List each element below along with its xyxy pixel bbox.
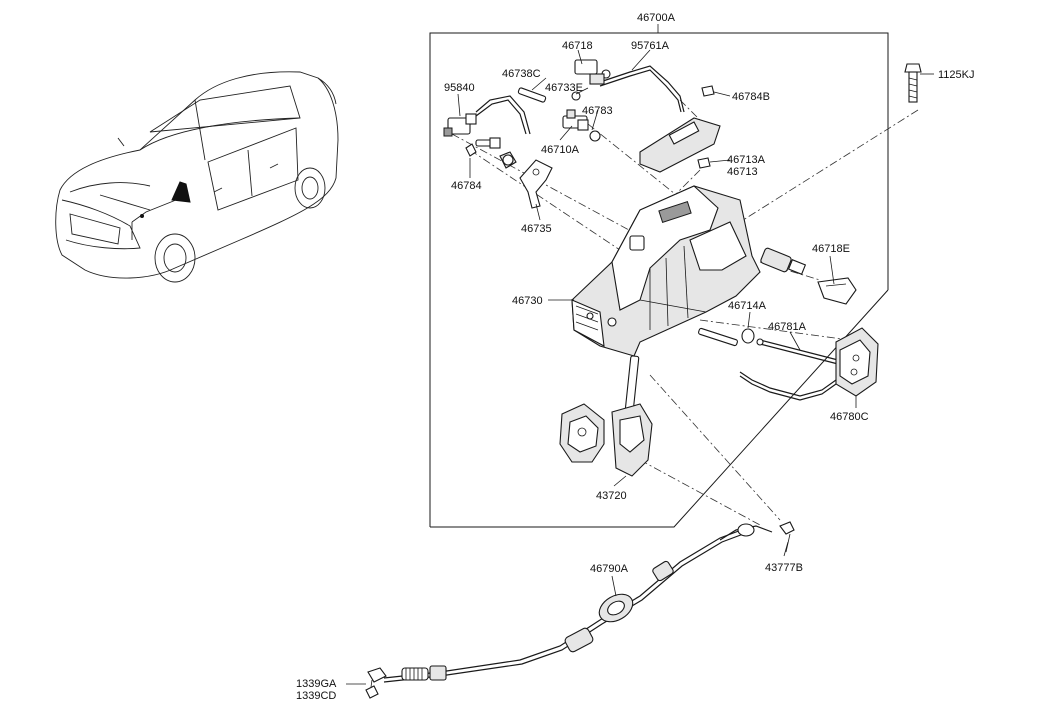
label-46700A: 46700A (637, 12, 676, 24)
shifter-housing-46730 (571, 185, 761, 357)
vehicle-illustration (55, 71, 339, 283)
switch-46710A (562, 91, 601, 142)
label-1339GA: 1339GA (296, 678, 337, 690)
label-46710A: 46710A (541, 144, 580, 156)
fastener-46784 (465, 137, 501, 157)
label-43777B: 43777B (765, 562, 803, 574)
pin-46738C (517, 87, 547, 103)
label-46733E: 46733E (545, 82, 583, 94)
shift-cable-46790A (365, 521, 795, 699)
label-46790A: 46790A (590, 563, 629, 575)
label-46780C: 46780C (830, 411, 869, 423)
assembly-frame (429, 24, 889, 528)
label-46718: 46718 (562, 40, 593, 52)
solenoid-46718E (760, 247, 857, 305)
label-46781A: 46781A (768, 321, 807, 333)
indicator-cover (639, 85, 721, 173)
cable-95761A (574, 59, 685, 113)
shift-lever-43720 (559, 355, 653, 477)
label-1125KJ: 1125KJ (938, 69, 975, 81)
leader-lines (346, 49, 857, 685)
part-labels: 46700A 46718 95761A 1125KJ 46738C 46733E… (296, 12, 975, 702)
label-46784: 46784 (451, 180, 482, 192)
label-1339CD: 1339CD (296, 690, 336, 702)
bolt-1125KJ (904, 63, 934, 103)
label-46730: 46730 (512, 295, 543, 307)
reference-lines (451, 99, 919, 526)
label-46784B: 46784B (732, 91, 770, 103)
harness-95840 (443, 95, 531, 137)
label-43720: 43720 (596, 490, 627, 502)
label-46738C: 46738C (502, 68, 541, 80)
label-46714A: 46714A (728, 300, 767, 312)
label-95761A: 95761A (631, 40, 670, 52)
label-46718E: 46718E (812, 243, 850, 255)
label-46783: 46783 (582, 105, 613, 117)
label-46735: 46735 (521, 223, 552, 235)
rod-46781A (698, 327, 839, 365)
label-46713A: 46713A (727, 154, 766, 166)
label-46713: 46713 (727, 166, 758, 178)
bracket-46735 (519, 159, 553, 209)
bushing (499, 151, 517, 169)
label-95840: 95840 (444, 82, 475, 94)
module-46780C (739, 327, 879, 401)
